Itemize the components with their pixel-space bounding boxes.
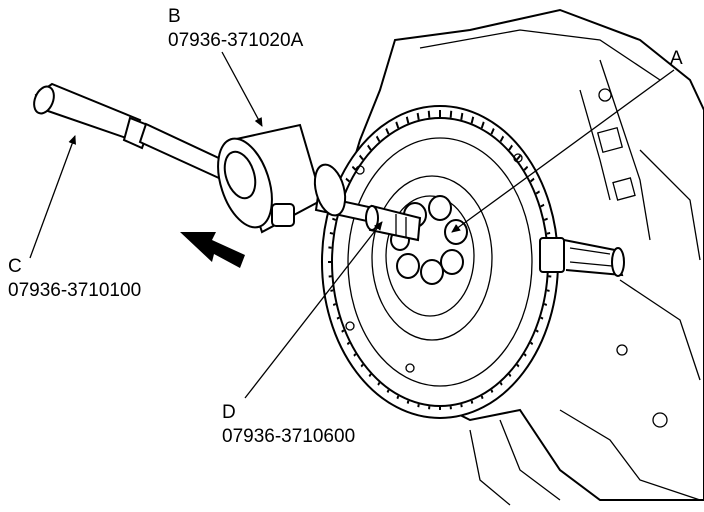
slide-hammer-weight bbox=[217, 123, 324, 234]
flywheel bbox=[321, 105, 559, 419]
callout-c-part: 07936-3710100 bbox=[8, 280, 141, 301]
callout-d-part: 07936-3710600 bbox=[222, 426, 355, 447]
callout-c-letter: C bbox=[8, 256, 22, 277]
callout-a-letter: A bbox=[670, 48, 683, 69]
gear-tooth bbox=[449, 406, 453, 410]
callout-c: C 07936-3710100 bbox=[8, 256, 141, 301]
callout-d: D 07936-3710600 bbox=[222, 402, 355, 447]
gear-tooth bbox=[328, 275, 332, 279]
gear-tooth bbox=[427, 110, 431, 118]
gear-tooth bbox=[449, 110, 453, 118]
callout-d-letter: D bbox=[222, 402, 236, 423]
callout-b-letter: B bbox=[168, 6, 181, 27]
leader-arrow-icon bbox=[29, 51, 675, 399]
callout-b: B 07936-371020A bbox=[168, 6, 304, 51]
crank-bolts bbox=[390, 195, 468, 285]
flywheel-holder-bolt bbox=[539, 237, 625, 277]
gear-tooth bbox=[548, 275, 552, 279]
slide-hammer-handle bbox=[33, 82, 242, 186]
gear-tooth bbox=[328, 245, 332, 249]
callout-b-part: 07936-371020A bbox=[168, 30, 304, 51]
arrow-icon bbox=[180, 232, 245, 268]
callout-a: A bbox=[670, 48, 683, 69]
gear-tooth bbox=[427, 406, 431, 410]
